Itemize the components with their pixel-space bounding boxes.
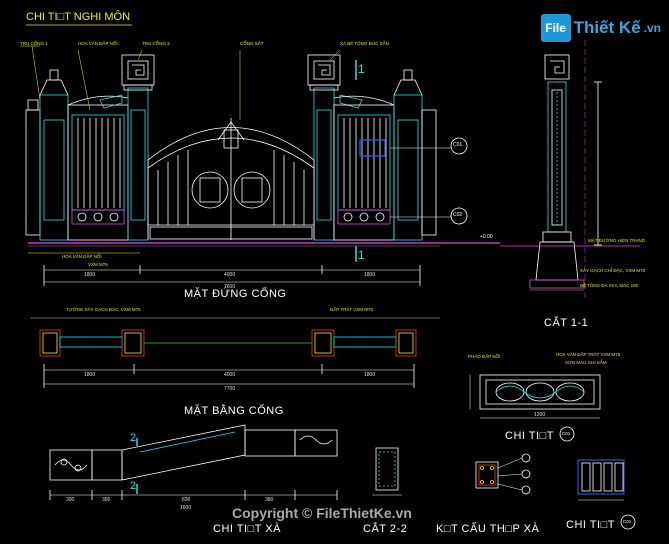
detail-1-tag: C01 [562, 431, 571, 436]
section-mark-1-top: 1 [358, 62, 365, 76]
annotation-base: BÊ TÔNG ĐÁ 2X4, MÁC 150 [580, 283, 639, 288]
beam-detail [49, 424, 338, 500]
plan-dim-3: 1800 [364, 372, 376, 378]
detail-panel [469, 374, 601, 442]
copyright-watermark: Copyright © FileThietKe.vn [232, 505, 412, 521]
callout-tag-c02: C02 [453, 212, 463, 218]
right-wall-panel [333, 95, 395, 241]
plan-dim-total: 7700 [224, 386, 236, 392]
section-mark-1-bottom: 1 [358, 248, 365, 262]
plan-dim-2: 4000 [224, 372, 236, 378]
beam-dim-1: 300 [66, 497, 75, 503]
left-wall-panel [67, 95, 129, 241]
annotation-ground: MẶT ĐƯỜNG HIỆN TRẠNG [588, 238, 646, 243]
center-pillar-left [121, 54, 155, 241]
section-mark-2-bottom: 2 [130, 480, 137, 492]
beam-dim-3: 830 [182, 497, 191, 503]
detail-note-ornament: HOA VĂN ĐẮP TRÁT VXM M75 [556, 352, 621, 357]
detail-note-molding: PHÀO ĐẮP NỔI [468, 354, 501, 359]
main-gate [147, 118, 315, 240]
callout-tag-c01: C01 [453, 142, 463, 148]
elev-dim-1: 1800 [84, 272, 96, 278]
right-pillar [393, 69, 423, 241]
beam-structure-title: K□T CẤU TH□P XÀ [436, 523, 540, 535]
annotation-ornament: HOA VĂN ĐẮP NỔI [78, 41, 118, 46]
section-2-2 [372, 447, 402, 496]
beam-structure [475, 453, 531, 495]
beam-dim-total: 1600 [180, 505, 192, 511]
annotation-concrete-beam: XÀ BÊ TÔNG ĐÚC SẴN [340, 41, 389, 46]
detail-2-tag: C01 [623, 519, 632, 524]
left-pillar [39, 69, 69, 241]
detail-2-title: CHI TI□T [566, 519, 615, 531]
watermark-domain: .vn [643, 21, 661, 35]
drawing-title: CHI TI□T NGHI MÔN [26, 11, 131, 23]
elev-dim-3: 1800 [364, 272, 376, 278]
section-1-1-title: CẮT 1-1 [544, 317, 589, 329]
elevation-title: MẶT ĐỨNG CỔNG [184, 288, 287, 300]
elev-dim-total: 7600 [224, 284, 236, 290]
annotation-wall: XÂY GẠCH CHỈ ĐẶC, VXM M75 [580, 268, 646, 273]
gate-elevation [20, 45, 500, 286]
detail-dim-total: 1200 [534, 412, 546, 418]
elev-dim-2: 4000 [224, 272, 236, 278]
plan-note-wall: TƯỜNG XÂY GẠCH ĐẶC, VXM M75 [66, 307, 141, 312]
detail-note-paint: SƠN MÀU GHI SẪM [565, 360, 607, 365]
gate-plan [30, 317, 440, 388]
annotation-pillar-1: TRU CỔNG 1 [20, 41, 48, 46]
plan-title: MẶT BẰNG CỔNG [184, 405, 284, 417]
center-pillar-right [307, 54, 341, 241]
plan-dim-1: 1800 [84, 372, 96, 378]
section-1-1 [500, 40, 640, 300]
annotation-iron-gate: CỔNG SẮT [240, 41, 264, 46]
watermark-badge: File [540, 14, 571, 42]
beam-detail-title: CHI TI□T XÀ [213, 523, 281, 535]
annotation-pillar-2: TRU CỔNG 2 [142, 41, 170, 46]
beam-dim-4: 380 [265, 497, 274, 503]
annotation-mortar: VXM M75 [88, 262, 108, 267]
watermark-name: Thiết Kế [573, 18, 641, 37]
plan-note-plaster: ĐẮP TRÁT VXM M75 [330, 307, 374, 312]
grille-detail [577, 459, 636, 530]
elevation-marker: +0.00 [480, 234, 493, 240]
section-2-2-title: CẮT 2-2 [363, 523, 408, 535]
beam-dim-2: 350 [102, 497, 111, 503]
annotation-ornament-bottom: HOA VĂN ĐẮP NỔI [62, 254, 102, 259]
section-mark-2-top: 2 [130, 432, 137, 444]
watermark-logo: File Thiết Kế .vn [540, 14, 661, 42]
detail-1-title: CHI TI□T [505, 430, 554, 442]
